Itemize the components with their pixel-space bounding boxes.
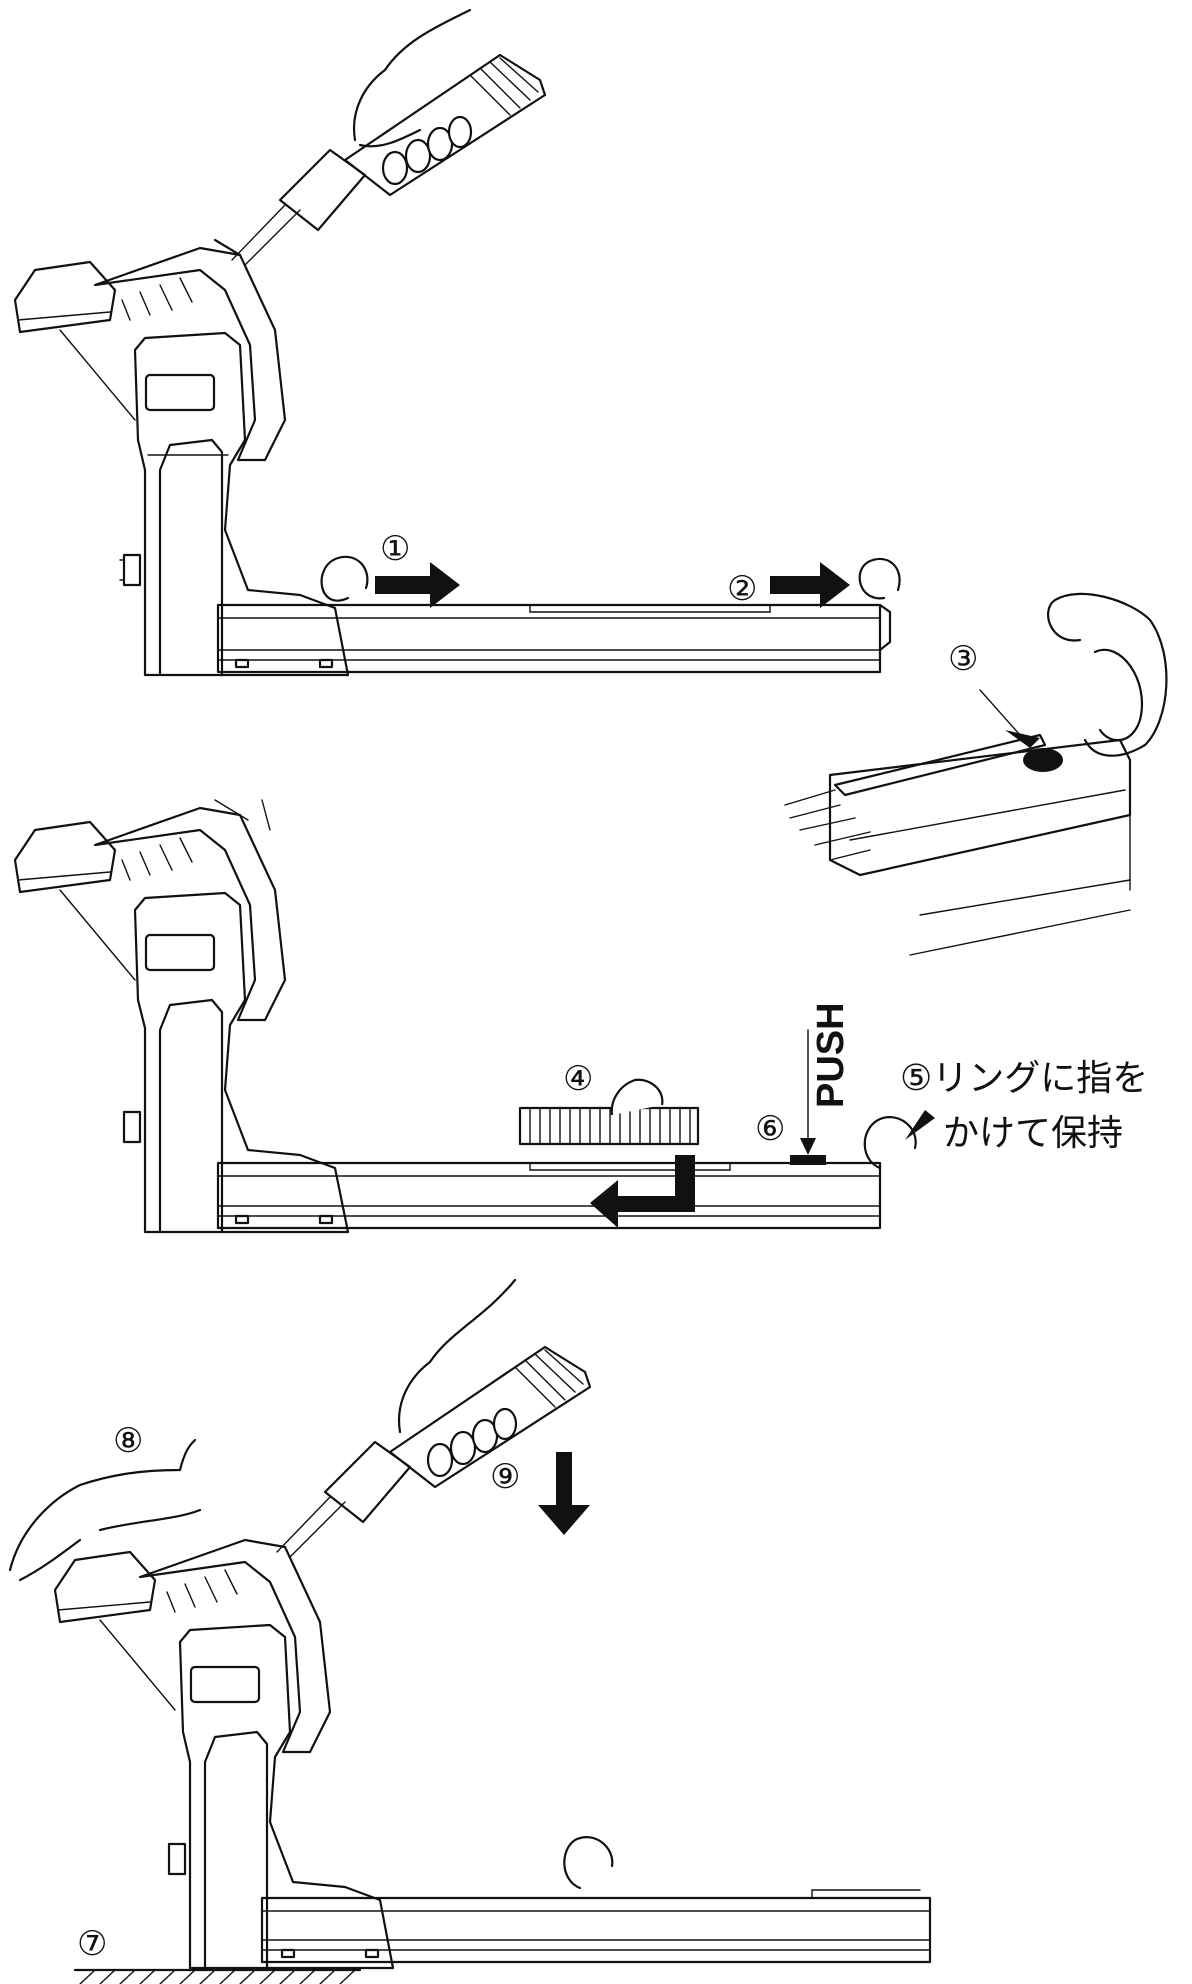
- panel-2-stapler: [13, 799, 935, 1234]
- step-4-label: ④: [563, 1059, 593, 1099]
- step-7-label: ⑦: [77, 1924, 107, 1964]
- step-3-label: ③: [948, 639, 978, 679]
- step-6-label: ⑥: [755, 1109, 785, 1149]
- panel-3-stapler: [8, 1278, 932, 1984]
- step-1-label: ①: [380, 529, 410, 569]
- note-line-2: かけて保持: [943, 1113, 1123, 1154]
- push-label: PUSH: [810, 1002, 852, 1108]
- step-9-label: ⑨: [490, 1457, 520, 1497]
- panel-1-stapler: [13, 8, 901, 677]
- note-line-1: ⑤リングに指を: [900, 1058, 1148, 1099]
- step-8-label: ⑧: [113, 1421, 143, 1461]
- inset-rail-detail: [784, 592, 1168, 956]
- step-2-label: ②: [727, 569, 757, 609]
